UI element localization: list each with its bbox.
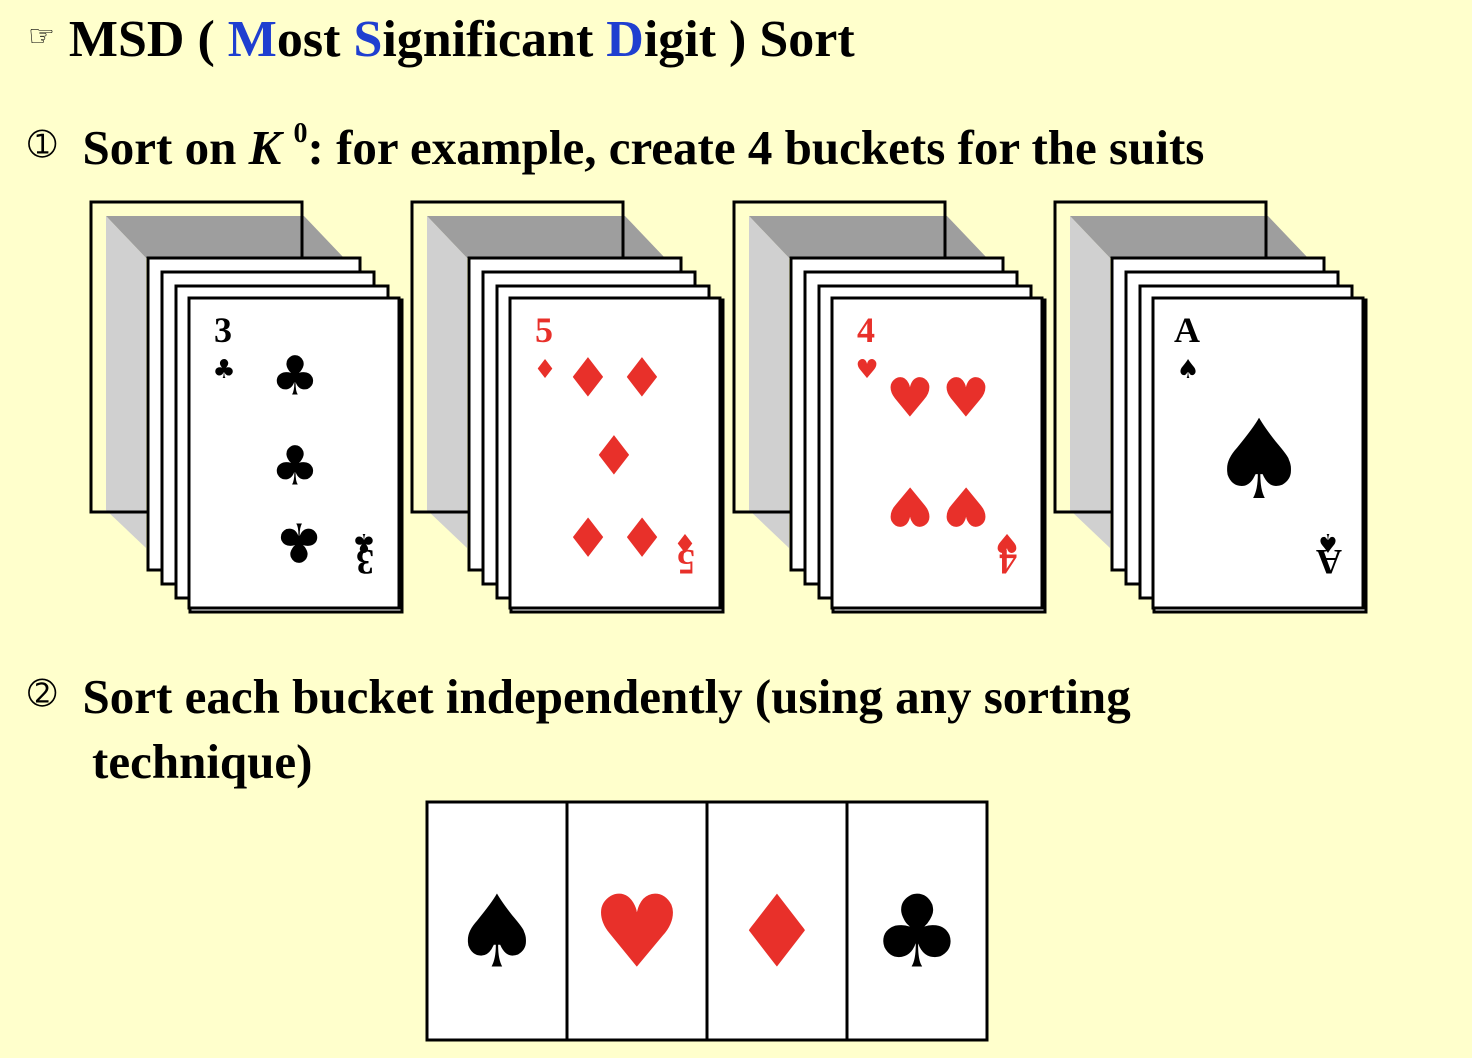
card-face (187, 296, 401, 610)
card-face (508, 296, 722, 610)
hearts-icon: ♥ (592, 874, 682, 991)
title-m-letter: M (227, 11, 277, 68)
diamonds-pip-icon: ♦ (618, 505, 666, 568)
deck-side-face (749, 216, 789, 548)
title-m-rest: ost (276, 11, 354, 68)
hearts-pip-icon: ♥ (886, 475, 934, 538)
spades-icon: ♠ (452, 874, 542, 991)
clubs-pip-icon: ♣ (271, 435, 319, 498)
title-s-letter: S (353, 11, 383, 68)
large-spades-pip-icon: ♠ (1210, 396, 1309, 524)
title-d-rest: igit ) Sort (643, 11, 855, 68)
deck-top-face (1070, 216, 1308, 258)
corner-rank-rotated: 5 (677, 542, 695, 582)
hearts-pip-icon: ♥ (942, 367, 990, 430)
slide-title: ☞ MSD ( Most Significant Digit ) Sort (28, 6, 855, 71)
sorted-cell-spades: ♠ (425, 800, 569, 1042)
deck-side-face (106, 216, 146, 548)
clubs-icon: ♣ (872, 874, 962, 991)
corner-suit-rotated-diamonds-icon: ♦ (673, 527, 696, 557)
corner-rank-rotated: A (1316, 542, 1342, 582)
deck-side-face (427, 216, 467, 548)
title-s-rest: ignificant (382, 11, 607, 68)
step-2-number: ➁ (28, 674, 57, 714)
step-2-text-continued: technique) (92, 732, 313, 792)
diamonds-pip-icon: ♦ (564, 505, 612, 568)
corner-rank-rotated: 3 (356, 542, 374, 582)
clubs-pip-icon: ♣ (275, 511, 323, 574)
corner-suit-hearts-icon: ♥ (855, 355, 878, 385)
sorted-box (845, 800, 989, 1042)
corner-rank: A (1174, 310, 1200, 350)
title-lead: MSD ( (68, 11, 228, 68)
diamonds-pip-icon: ♦ (564, 347, 612, 410)
step-2-line-2: technique) (92, 734, 313, 789)
corner-rank-rotated: 4 (999, 542, 1017, 582)
clubs-pip-icon: ♣ (271, 345, 319, 408)
step-2-text: ➁ Sort each bucket independently (using a… (28, 664, 1131, 727)
sorted-cell-diamonds: ♦ (705, 800, 849, 1042)
step-1-prefix: Sort on (82, 120, 249, 175)
deck-top-face (749, 216, 987, 258)
sorted-cell-hearts: ♥ (565, 800, 709, 1042)
front-card-hearts: 4♥4♥♥♥♥♥ (830, 296, 1044, 610)
deck-top-face (427, 216, 665, 258)
corner-suit-rotated-spades-icon: ♠ (1316, 527, 1339, 557)
diamonds-pip-icon: ♦ (590, 425, 638, 488)
diamonds-icon: ♦ (732, 874, 822, 991)
front-card-clubs: 3♣3♣♣♣♣ (187, 296, 401, 610)
corner-suit-diamonds-icon: ♦ (533, 355, 556, 385)
sorted-box (425, 800, 569, 1042)
corner-rank: 3 (214, 310, 232, 350)
pointing-hand-icon: ☞ (28, 19, 55, 54)
deck-side-face (1070, 216, 1110, 548)
step-1-suffix: : for example, create 4 buckets for the … (307, 120, 1205, 175)
hearts-pip-icon: ♥ (886, 367, 934, 430)
step-1-key: K (248, 120, 282, 175)
step-1-superscript: 0 (293, 118, 308, 149)
front-card-diamonds: 5♦5♦♦♦♦♦♦ (508, 296, 722, 610)
step-2-line-1: Sort each bucket independently (using an… (82, 669, 1131, 724)
bucket-clubs: 3♣3♣♣♣♣ (89, 200, 404, 614)
sorted-suits-row: ♠ ♥ ♦ ♣ (425, 800, 989, 1042)
bucket-diamonds: 5♦5♦♦♦♦♦♦ (410, 200, 725, 614)
sorted-cell-clubs: ♣ (845, 800, 989, 1042)
title-d-letter: D (606, 11, 644, 68)
diamonds-pip-icon: ♦ (618, 347, 666, 410)
sorted-box (705, 800, 849, 1042)
corner-suit-rotated-clubs-icon: ♣ (352, 527, 375, 557)
corner-suit-clubs-icon: ♣ (212, 355, 235, 385)
step-1-number: ➀ (28, 125, 57, 165)
deck-top-face (106, 216, 344, 258)
card-face (830, 296, 1044, 610)
corner-suit-rotated-hearts-icon: ♥ (995, 527, 1018, 557)
corner-suit-spades-icon: ♠ (1176, 355, 1199, 385)
bucket-spades: A♠A♠♠ (1053, 200, 1368, 614)
corner-rank: 4 (857, 310, 875, 350)
step-1-text: ➀ Sort on K 0: for example, create 4 buck… (28, 104, 1204, 178)
corner-rank: 5 (535, 310, 553, 350)
sorted-box (565, 800, 709, 1042)
front-card-spades: A♠A♠♠ (1151, 296, 1365, 610)
hearts-pip-icon: ♥ (942, 475, 990, 538)
card-face (1151, 296, 1365, 610)
bucket-hearts: 4♥4♥♥♥♥♥ (732, 200, 1047, 614)
